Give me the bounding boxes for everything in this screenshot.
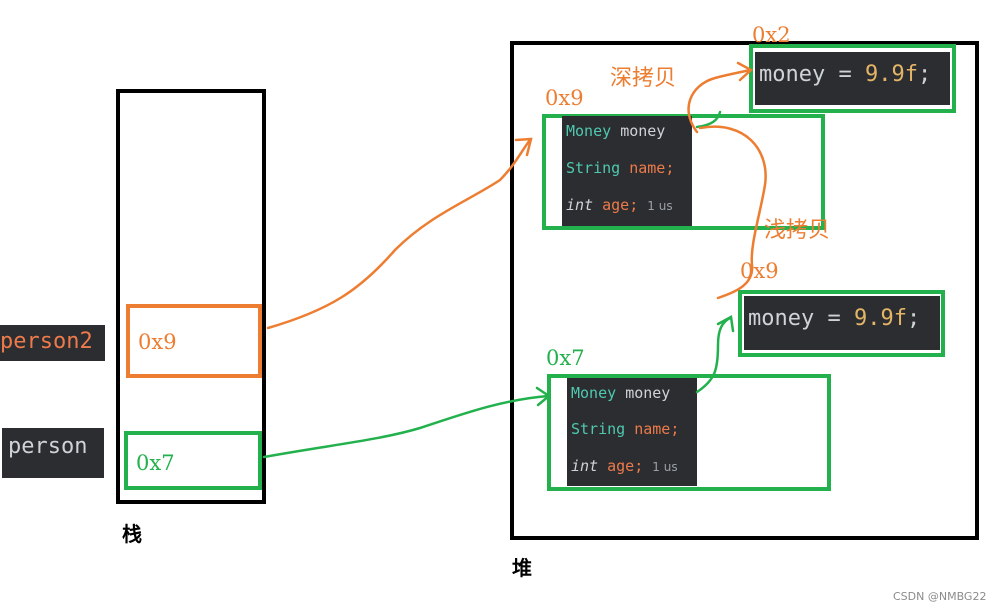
person-variable-tag: person bbox=[2, 428, 104, 478]
object-0x7-line2-field: name; bbox=[634, 420, 680, 438]
heap-object-0x7 bbox=[547, 374, 831, 491]
heap-object-0x7-address: 0x7 bbox=[546, 346, 585, 370]
watermark: CSDN @NMBG22 bbox=[893, 590, 987, 603]
object-0x7-line1-field: money bbox=[625, 384, 671, 402]
object-0x7-line1-type: Money bbox=[571, 384, 617, 402]
money-0x2-text-b: 9.9f bbox=[864, 62, 918, 87]
person2-variable-tag: person2 bbox=[0, 325, 105, 361]
object-0x9-line1-type: Money bbox=[566, 122, 612, 140]
stack-cell-person2: 0x9 bbox=[126, 304, 262, 378]
object-0x9-line3-field: age; bbox=[602, 196, 639, 214]
stack-label: 栈 bbox=[122, 522, 142, 546]
money-0x9-text-b: 9.9f bbox=[853, 306, 907, 331]
arrow-deep-copy bbox=[687, 68, 752, 134]
object-0x9-line1-field: money bbox=[620, 122, 666, 140]
money-object-0x9-address: 0x9 bbox=[740, 259, 779, 283]
arrow-shallow-copy bbox=[698, 125, 767, 300]
arrow-object9-to-money2 bbox=[695, 110, 722, 129]
deep-copy-label: 深拷贝 bbox=[610, 66, 677, 91]
object-0x9-line3-hint: 1 us bbox=[647, 199, 673, 213]
stack-cell-person: 0x7 bbox=[124, 431, 262, 490]
money-object-0x2-code: money = 9.9f; bbox=[755, 52, 950, 105]
money-0x2-text-c: ; bbox=[917, 62, 932, 87]
money-object-0x9 bbox=[738, 290, 945, 357]
person-variable-name: person bbox=[8, 434, 88, 459]
arrow-object7-head bbox=[716, 315, 735, 333]
money-object-0x9-code: money = 9.9f; bbox=[744, 296, 940, 350]
object-0x9-line2-field: name; bbox=[629, 159, 675, 177]
money-0x9-text-c: ; bbox=[906, 306, 921, 331]
money-object-0x2 bbox=[749, 44, 956, 113]
stack-cell-person-value: 0x7 bbox=[136, 451, 175, 475]
object-0x7-line3-type: int bbox=[571, 457, 599, 475]
arrow-person2-head bbox=[514, 137, 533, 157]
heap-object-0x9-address: 0x9 bbox=[545, 86, 584, 110]
object-0x7-line3-field: age; bbox=[607, 457, 644, 475]
arrow-person-head bbox=[535, 386, 552, 407]
heap-object-0x7-code: Money money String name; int age; 1 us bbox=[567, 378, 697, 486]
arrow-person2-to-object bbox=[266, 138, 532, 330]
money-0x2-text-a: money = bbox=[759, 62, 865, 87]
arrow-person-to-object bbox=[262, 394, 550, 459]
heap-object-0x9-code: Money money String name; int age; 1 us bbox=[562, 116, 692, 226]
heap-label: 堆 bbox=[512, 556, 532, 580]
stack-cell-person2-value: 0x9 bbox=[138, 330, 177, 354]
object-0x7-line3-hint: 1 us bbox=[652, 460, 678, 474]
person2-variable-name: person2 bbox=[0, 329, 93, 354]
object-0x9-line3-type: int bbox=[566, 196, 594, 214]
arrow-object7-to-money9 bbox=[695, 316, 732, 394]
money-object-0x2-address: 0x2 bbox=[752, 23, 791, 47]
shallow-copy-label: 浅拷贝 bbox=[764, 218, 831, 243]
stack-frame bbox=[116, 89, 266, 504]
object-0x7-line2-type: String bbox=[571, 420, 626, 438]
arrow-deep-copy-head bbox=[736, 61, 754, 82]
heap-frame bbox=[510, 41, 979, 540]
money-0x9-text-a: money = bbox=[748, 306, 854, 331]
object-0x9-line2-type: String bbox=[566, 159, 621, 177]
